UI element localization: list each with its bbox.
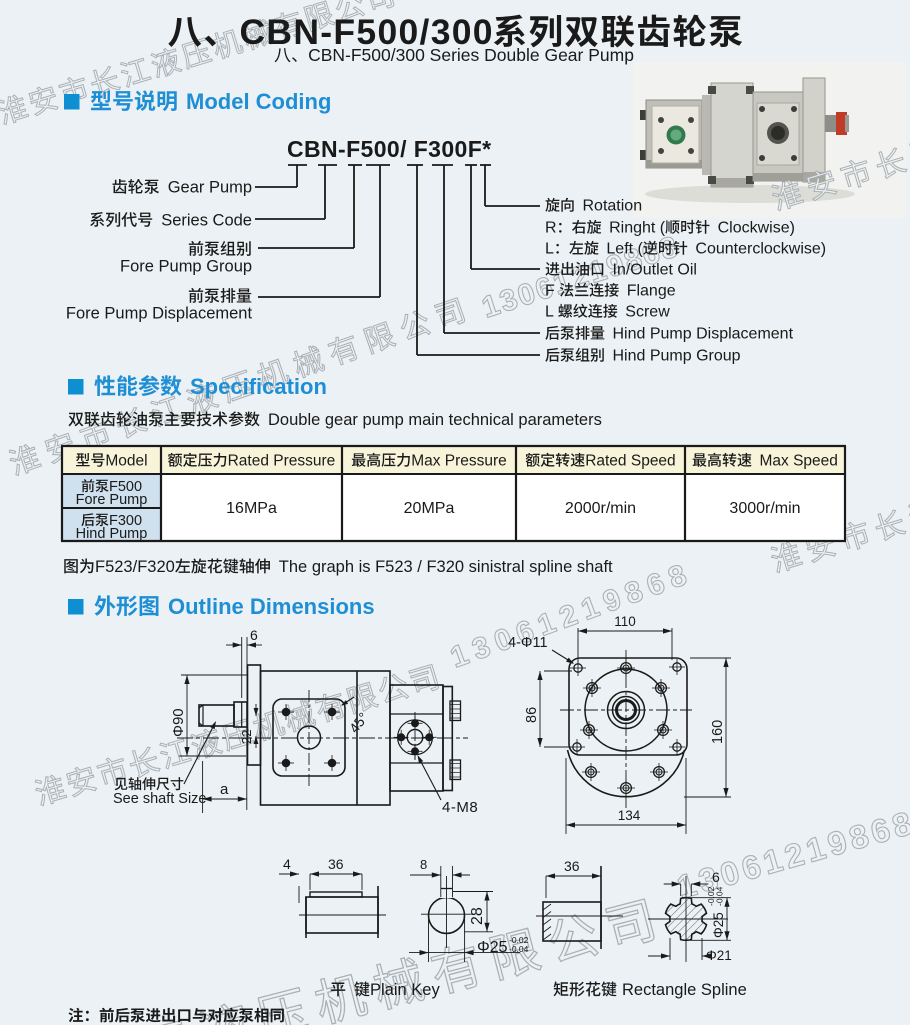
svg-text:Specification: Specification	[190, 374, 327, 399]
svg-text:-0.04: -0.04	[509, 944, 529, 954]
svg-text:Counterclockwise): Counterclockwise)	[695, 241, 826, 258]
svg-text:6: 6	[712, 869, 720, 885]
svg-text:Outline Dimensions: Outline Dimensions	[168, 594, 375, 619]
svg-text:F523/F320: F523/F320	[95, 558, 175, 576]
svg-text:See shaft Size: See shaft Size	[113, 791, 207, 807]
svg-text:Model: Model	[105, 453, 147, 470]
svg-text:Max Pressure: Max Pressure	[411, 453, 507, 470]
svg-text:Fore Pump Group: Fore Pump Group	[120, 258, 252, 276]
svg-text:36: 36	[328, 856, 344, 872]
svg-text:Ringht (: Ringht (	[609, 220, 666, 237]
svg-text:Plain Key: Plain Key	[370, 981, 440, 999]
svg-text:Φ90: Φ90	[170, 708, 187, 737]
svg-text:Rated Pressure: Rated Pressure	[228, 453, 336, 470]
svg-text:6: 6	[250, 627, 258, 643]
svg-text:Screw: Screw	[625, 304, 670, 321]
svg-text:-0.02: -0.02	[706, 886, 716, 906]
svg-text:-0.02: -0.02	[509, 935, 529, 945]
svg-text:Left (: Left (	[606, 241, 643, 258]
svg-text:R: R	[545, 220, 557, 237]
svg-text:4-Φ11: 4-Φ11	[508, 635, 548, 651]
svg-text:Fore Pump Displacement: Fore Pump Displacement	[66, 305, 253, 323]
svg-text:a: a	[220, 781, 229, 798]
svg-text:16MPa: 16MPa	[226, 500, 277, 517]
svg-text:Max Speed: Max Speed	[760, 453, 838, 470]
svg-text:L: L	[545, 241, 554, 258]
svg-text:8: 8	[420, 857, 427, 872]
svg-text:110: 110	[614, 614, 636, 629]
svg-text:Model Coding: Model Coding	[186, 89, 331, 114]
svg-text:Rotation: Rotation	[583, 198, 643, 215]
svg-text:4: 4	[283, 856, 291, 872]
svg-text:F300: F300	[109, 513, 142, 529]
svg-text:Φ21: Φ21	[706, 948, 732, 963]
svg-text:Hind Pump Displacement: Hind Pump Displacement	[613, 326, 794, 343]
svg-text:Fore Pump: Fore Pump	[76, 492, 148, 508]
svg-text:Double gear pump main technica: Double gear pump main technical paramete…	[268, 411, 602, 429]
svg-text:F: F	[545, 283, 555, 300]
svg-text:20MPa: 20MPa	[404, 500, 455, 517]
svg-text:In/Outlet Oil: In/Outlet Oil	[613, 262, 697, 279]
svg-text:36: 36	[564, 858, 580, 874]
svg-text:CBN-F500/300: CBN-F500/300	[240, 12, 494, 52]
svg-text:CBN-F500/300 Series Double Gea: CBN-F500/300 Series Double Gear Pump	[308, 45, 634, 65]
svg-text:L: L	[545, 304, 554, 321]
svg-text:Rectangle Spline: Rectangle Spline	[622, 981, 747, 999]
svg-text:Series Code: Series Code	[161, 212, 252, 230]
svg-text:Hind Pump Group: Hind Pump Group	[613, 348, 741, 365]
svg-text:22: 22	[239, 730, 254, 744]
svg-text:F500: F500	[109, 479, 142, 495]
svg-text:Gear Pump: Gear Pump	[168, 179, 252, 197]
svg-text:Rated Speed: Rated Speed	[585, 453, 676, 470]
svg-text:Hind Pump: Hind Pump	[76, 526, 148, 542]
svg-text:-0.04: -0.04	[715, 886, 725, 906]
svg-text:2000r/min: 2000r/min	[565, 500, 636, 517]
svg-text:CBN-F500/ F300F*: CBN-F500/ F300F*	[287, 136, 492, 162]
svg-text:3000r/min: 3000r/min	[729, 500, 800, 517]
svg-text:86: 86	[524, 707, 540, 723]
svg-text:160: 160	[710, 720, 726, 744]
svg-text:Clockwise): Clockwise)	[718, 220, 795, 237]
svg-text:Φ25: Φ25	[477, 939, 508, 956]
svg-text:The graph is F523 / F320 sinis: The graph is F523 / F320 sinistral splin…	[279, 558, 613, 576]
svg-text:Φ25: Φ25	[711, 912, 726, 938]
svg-text:28: 28	[469, 907, 486, 925]
svg-text:134: 134	[618, 808, 641, 823]
svg-text:Flange: Flange	[627, 283, 676, 300]
svg-text:4-M8: 4-M8	[442, 799, 478, 816]
